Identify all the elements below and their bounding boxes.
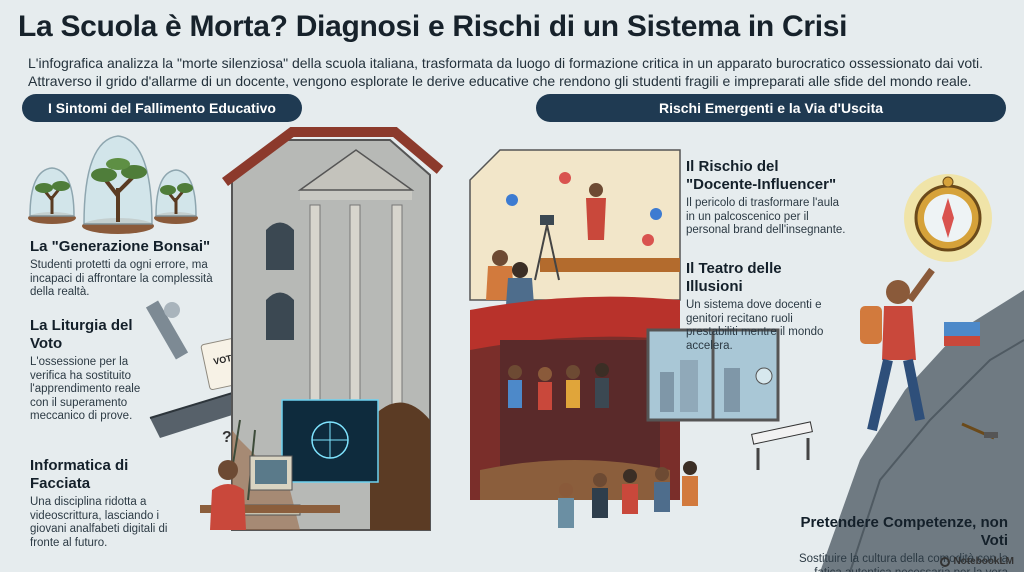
risk-competenze-text: Sostituire la cultura della comodità con… <box>798 553 1008 572</box>
risk-competenze: Pretendere Competenze, non Voti Sostitui… <box>780 514 1008 572</box>
theatre-stage-icon <box>470 296 698 528</box>
left-section-header-label: I Sintomi del Fallimento Educativo <box>48 100 276 116</box>
notebooklm-brand: NotebookLM <box>940 556 1014 567</box>
symptom-voto-title: La Liturgia del Voto <box>30 317 133 352</box>
risk-teatro: Il Teatro delle Illusioni Un sistema dov… <box>686 260 836 353</box>
window-city-icon <box>646 328 780 422</box>
svg-text:?: ? <box>222 429 232 446</box>
road-barrier-icon <box>751 421 813 470</box>
intro-text: L'infografica analizza la "morte silenzi… <box>28 55 984 89</box>
symptom-voto: La Liturgia del Voto L'ossessione per la… <box>30 317 158 424</box>
risk-competenze-title: Pretendere Competenze, non Voti <box>800 514 1008 549</box>
risk-influencer-title: Il Rischio del "Docente-Influencer" <box>686 158 837 193</box>
risk-teatro-text: Un sistema dove docenti e genitori recit… <box>686 299 824 352</box>
bonsai-domes-icon <box>28 135 198 234</box>
compass-icon <box>904 174 992 262</box>
symptom-bonsai-title: La "Generazione Bonsai" <box>30 238 211 255</box>
page-title: La Scuola è Morta? Diagnosi e Rischi di … <box>18 10 848 43</box>
notebooklm-logo-icon <box>940 556 951 567</box>
symptom-voto-text: L'ossessione per la verifica ha sostitui… <box>30 356 141 422</box>
right-section-header: Rischi Emergenti e la Via d'Uscita <box>536 94 1006 122</box>
left-section-header: I Sintomi del Fallimento Educativo <box>22 94 302 122</box>
influencer-stage-icon <box>469 149 681 305</box>
computer-lab-icon: ? <box>200 399 379 530</box>
symptom-informatica: Informatica di Facciata Una disciplina r… <box>30 457 190 550</box>
notebooklm-brand-label: NotebookLM <box>953 556 1014 567</box>
symptom-bonsai-text: Studenti protetti da ogni errore, ma inc… <box>30 259 213 298</box>
risk-influencer: Il Rischio del "Docente-Influencer" Il p… <box>686 158 848 238</box>
symptom-bonsai: La "Generazione Bonsai" Studenti protett… <box>30 238 230 300</box>
right-section-header-label: Rischi Emergenti e la Via d'Uscita <box>658 100 884 116</box>
symptom-informatica-text: Una disciplina ridotta a videoscrittura,… <box>30 496 168 549</box>
risk-influencer-text: Il pericolo di trasformare l'aula in un … <box>686 197 846 236</box>
symptom-informatica-title: Informatica di Facciata <box>30 457 129 492</box>
climber-icon <box>820 267 1024 572</box>
risk-teatro-title: Il Teatro delle Illusioni <box>686 260 782 295</box>
